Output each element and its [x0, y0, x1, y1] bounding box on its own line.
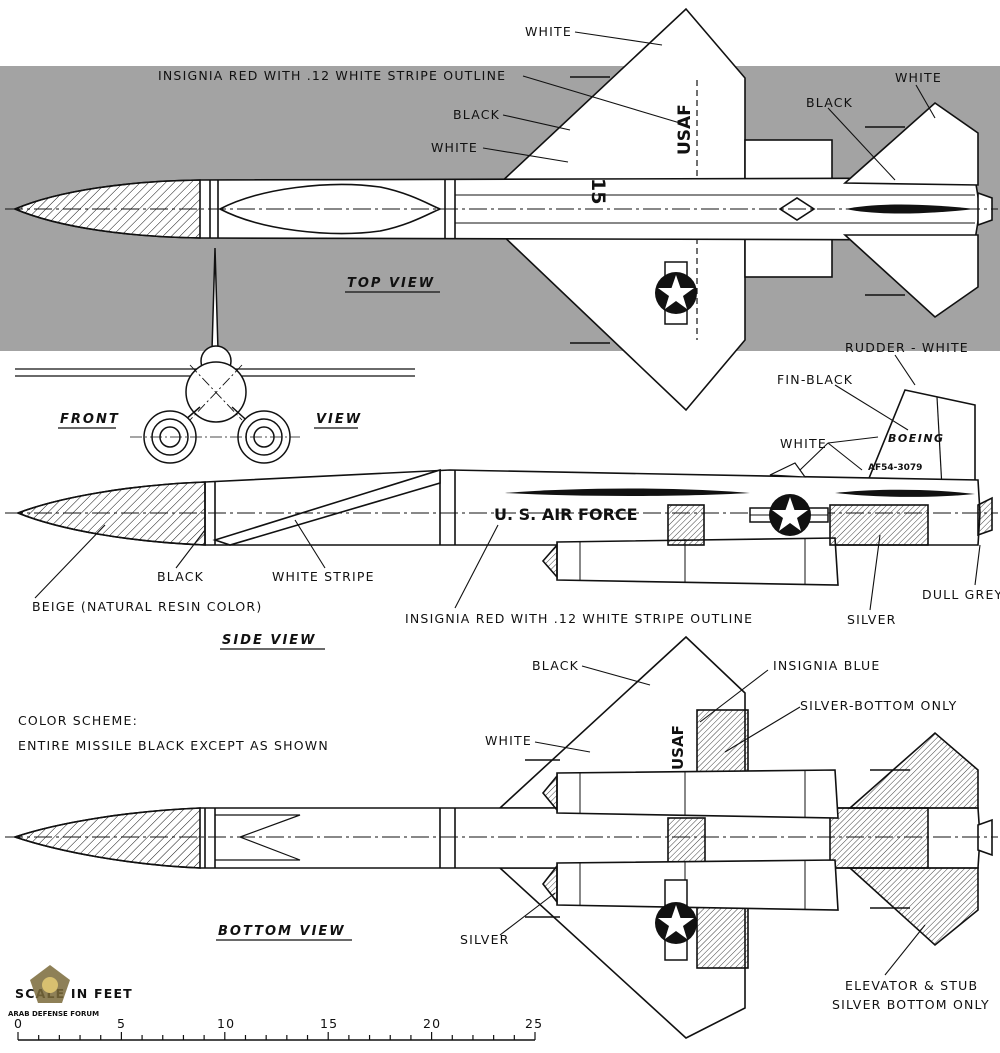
label-insignia-blue: INSIGNIA BLUE	[773, 658, 880, 673]
scale-tick-25: 25	[525, 1016, 543, 1031]
marking-boeing: BOEING	[888, 432, 945, 445]
view-title-bottom: BOTTOM VIEW	[218, 924, 346, 939]
marking-usaf-top: USAF	[675, 104, 695, 155]
marking-serial: AF54-3079	[868, 463, 922, 473]
forum-watermark: ARAB DEFENSE FORUM	[8, 965, 99, 1018]
label-bottom-silver: SILVER	[460, 932, 510, 947]
label-fin: FIN-BLACK	[777, 372, 853, 387]
label-dull-grey: DULL GREY	[922, 587, 1000, 602]
label-top-tail-black: BLACK	[806, 95, 853, 110]
label-top-black-wing: BLACK	[453, 107, 500, 122]
label-rudder: RUDDER - WHITE	[845, 340, 969, 355]
scale-label: SCALE IN FEET	[15, 986, 133, 1001]
label-beige: BEIGE (NATURAL RESIN COLOR)	[32, 599, 262, 614]
top-tail-lower	[842, 234, 979, 319]
marking-us-air-force: U. S. AIR FORCE	[494, 505, 638, 524]
label-white-stripe: WHITE STRIPE	[272, 569, 375, 584]
leader-lines	[34, 31, 981, 976]
color-scheme-title: COLOR SCHEME:	[18, 713, 138, 728]
view-title-side: SIDE VIEW	[222, 633, 317, 648]
aircraft-markings: USAF 15 U. S. AIR FORCE BOEING AF54-3079…	[494, 104, 945, 770]
label-side-black: BLACK	[157, 569, 204, 584]
label-silver-bottom-only: SILVER-BOTTOM ONLY	[800, 698, 957, 713]
scale-tick-20: 20	[423, 1016, 441, 1031]
top-roundel	[655, 261, 697, 325]
scale-tick-15: 15	[320, 1016, 338, 1031]
color-scheme-text: ENTIRE MISSILE BLACK EXCEPT AS SHOWN	[18, 738, 329, 753]
callout-labels: WHITE INSIGNIA RED WITH .12 WHITE STRIPE…	[18, 24, 1000, 1012]
marking-number: 15	[587, 178, 609, 204]
label-bottom-black: BLACK	[532, 658, 579, 673]
bottom-roundel	[655, 879, 697, 961]
view-title-top: TOP VIEW	[347, 276, 435, 291]
label-elevator-1: ELEVATOR & STUB	[845, 978, 978, 993]
front-view	[15, 247, 415, 464]
label-elevator-2: SILVER BOTTOM ONLY	[832, 997, 990, 1012]
scale-tick-0: 0	[14, 1016, 23, 1031]
watermark-text: ARAB DEFENSE FORUM	[8, 1010, 99, 1018]
scale-minor-ticks	[17, 1032, 536, 1040]
label-bottom-white: WHITE	[485, 733, 532, 748]
side-view	[15, 389, 993, 586]
label-top-insignia: INSIGNIA RED WITH .12 WHITE STRIPE OUTLI…	[158, 68, 506, 83]
label-side-white: WHITE	[780, 436, 827, 451]
top-tail-upper	[842, 101, 979, 186]
scale-tick-5: 5	[117, 1016, 126, 1031]
label-top-white-wing: WHITE	[525, 24, 572, 39]
label-top-tail-white: WHITE	[895, 70, 942, 85]
side-roundel	[749, 494, 829, 536]
label-side-insignia: INSIGNIA RED WITH .12 WHITE STRIPE OUTLI…	[405, 611, 753, 626]
view-title-front: FRONT	[60, 412, 120, 427]
label-top-white-number: WHITE	[431, 140, 478, 155]
label-side-silver: SILVER	[847, 612, 897, 627]
marking-usaf-bottom: USAF	[669, 725, 687, 770]
scale-tick-10: 10	[217, 1016, 235, 1031]
view-title-front-b: VIEW	[316, 412, 362, 427]
